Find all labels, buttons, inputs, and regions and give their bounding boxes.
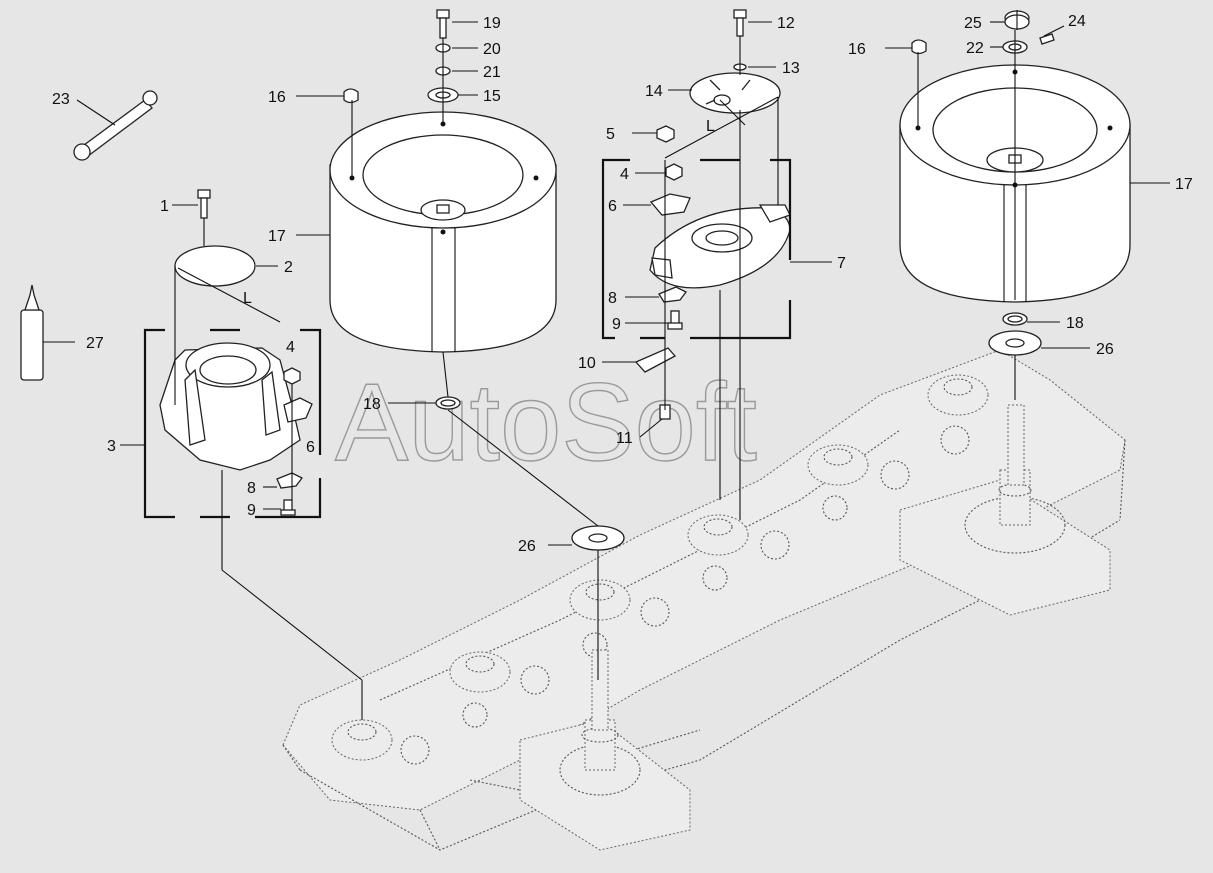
dimension-L-right: L	[706, 118, 715, 135]
callout-14: 14	[645, 83, 663, 100]
cone-housing-3	[159, 342, 301, 471]
callout-4-left: 4	[286, 339, 295, 356]
callout-6-left: 6	[306, 439, 315, 456]
callout-27: 27	[86, 335, 104, 352]
leader-lines	[43, 21, 1170, 546]
callout-7: 7	[837, 255, 846, 272]
callout-6-right: 6	[608, 198, 617, 215]
callout-16-right: 16	[848, 41, 866, 58]
dimension-L-left: L	[243, 290, 252, 307]
callout-8-left: 8	[247, 480, 256, 497]
callout-18-left: 18	[363, 396, 381, 413]
gearbox-housing-left	[519, 719, 691, 851]
drum-left	[329, 111, 557, 353]
callout-21: 21	[483, 64, 501, 81]
callout-10: 10	[578, 355, 596, 372]
callout-26-right: 26	[1096, 341, 1114, 358]
callout-24: 24	[1068, 13, 1086, 30]
callout-3: 3	[107, 438, 116, 455]
callout-15: 15	[483, 88, 501, 105]
callout-19: 19	[483, 15, 501, 32]
gearbox-housing-right	[899, 469, 1111, 616]
callout-12: 12	[777, 15, 795, 32]
hardware-parts	[20, 9, 1055, 551]
watermark-text: AutoSoft	[335, 361, 757, 484]
callout-9-right: 9	[612, 316, 621, 333]
callout-9-left: 9	[247, 502, 256, 519]
callout-25: 25	[964, 15, 982, 32]
callout-23: 23	[52, 91, 70, 108]
gear-wheels	[400, 425, 970, 765]
callout-20: 20	[483, 41, 501, 58]
callout-4-right: 4	[620, 166, 629, 183]
callout-17-right: 17	[1175, 176, 1193, 193]
bracket-group-7	[601, 158, 792, 340]
callout-5: 5	[606, 126, 615, 143]
callout-13: 13	[782, 60, 800, 77]
callout-labels: 19 20 21 15 16 17 1 2 27 23 3 4 6 8 9 18…	[52, 13, 1193, 555]
assembly-lines	[174, 10, 1018, 720]
callout-22: 22	[966, 40, 984, 57]
callout-17-left: 17	[268, 228, 286, 245]
callout-2: 2	[284, 259, 293, 276]
part-14-hub-cover	[689, 72, 781, 114]
spindle-hubs	[331, 374, 989, 761]
callout-16-left: 16	[268, 89, 286, 106]
cutting-disc-7	[649, 204, 791, 289]
bracket-group-3	[143, 328, 322, 519]
callout-11: 11	[616, 430, 633, 447]
callout-8-right: 8	[608, 290, 617, 307]
drive-shafts	[591, 404, 1025, 731]
callout-18-right: 18	[1066, 315, 1084, 332]
callout-26-left: 26	[518, 538, 536, 555]
callout-1: 1	[160, 198, 169, 215]
